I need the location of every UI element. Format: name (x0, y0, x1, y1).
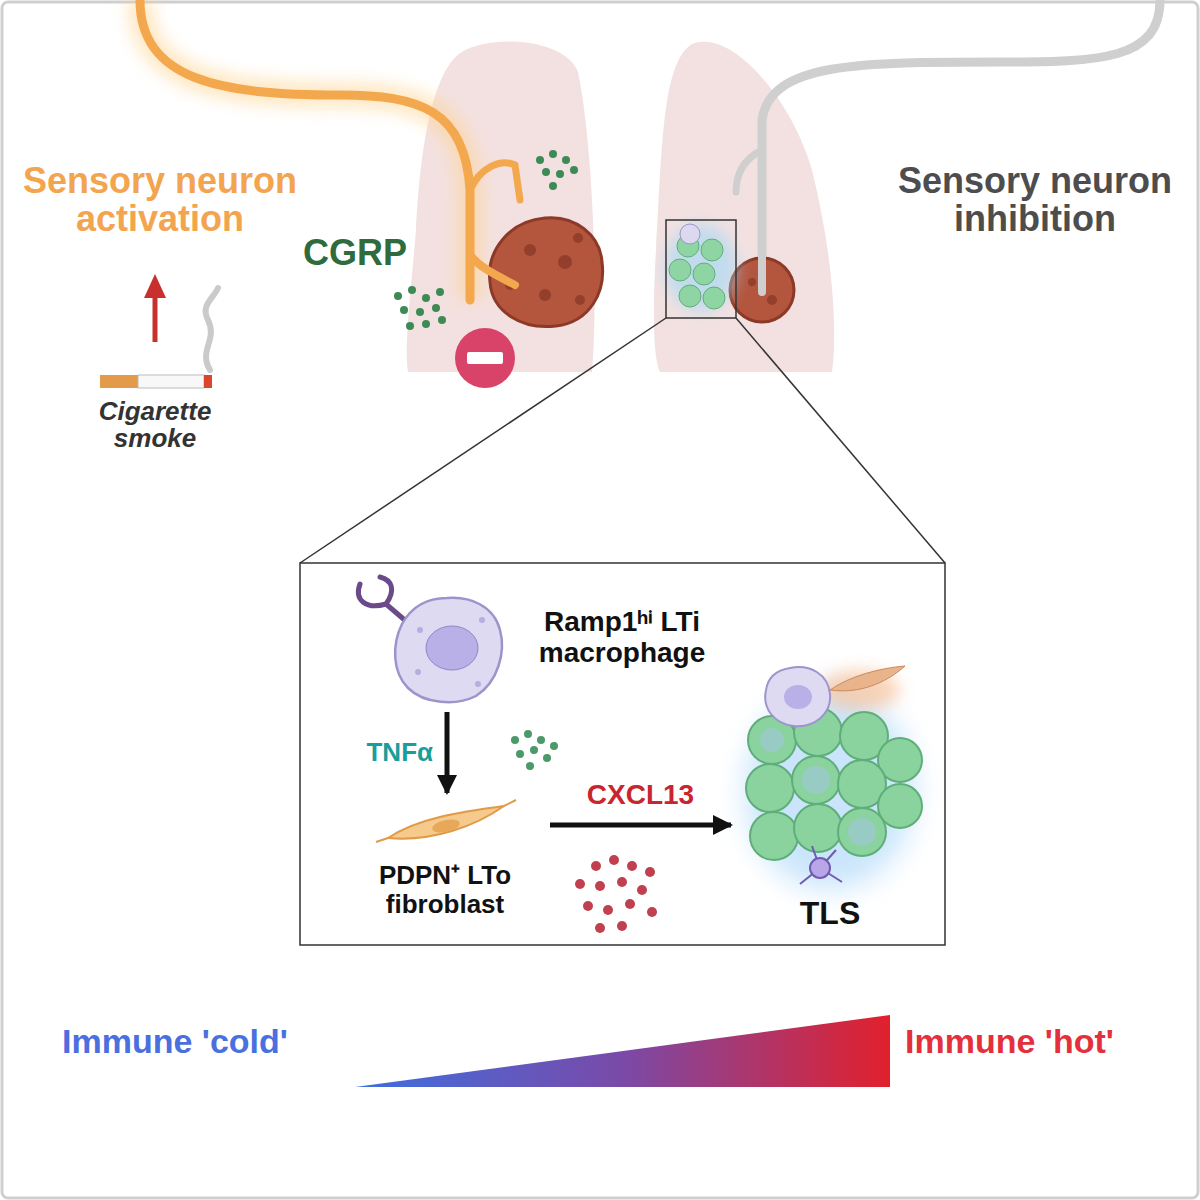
zoom-line (736, 318, 945, 563)
neuron-state-label: Sensory neuron activation (10, 162, 310, 238)
cell-name: PDPN⁺ LTo fibroblast (350, 861, 540, 918)
signal-label: CXCL13 (587, 780, 694, 811)
cell-name: Ramp1ʰⁱ LTi macrophage (522, 607, 722, 669)
zoom-line (300, 318, 666, 563)
cgrp-dots (394, 150, 578, 330)
inhibited-nerve (736, 0, 1160, 290)
scale-end-label: Immune 'cold' (62, 1024, 342, 1060)
macrophage-cell (358, 577, 501, 702)
tumor (470, 218, 603, 327)
stimulus-label: Cigarette smoke (55, 398, 255, 453)
structure-label-group: TLS (735, 662, 929, 932)
tls-miniature (665, 220, 737, 318)
tls-cluster (745, 666, 922, 890)
inset-box (300, 563, 945, 945)
cigarette (100, 274, 218, 388)
cell-label-group: PDPN⁺ LTo fibroblast (350, 795, 544, 923)
cell-name: TLS (735, 896, 925, 931)
neuron-state-label: Sensory neuron inhibition (885, 162, 1185, 238)
cxcl13-dots (575, 855, 657, 933)
gradient-wedge (355, 1015, 890, 1087)
neuropeptide-label: CGRP (303, 234, 413, 272)
cell-label-group: Ramp1ʰⁱ LTi macrophage (372, 585, 727, 710)
tnf-dots (511, 730, 558, 770)
arrow-connector (445, 712, 450, 793)
signal-label: TNFα (366, 738, 433, 767)
inhibit-symbol (455, 328, 515, 388)
activated-nerve (140, 0, 520, 300)
tumor (730, 240, 794, 322)
scale-end-label: Immune 'hot' (905, 1024, 1175, 1060)
arrow-connector (550, 823, 731, 828)
right-lung (654, 42, 834, 372)
fibroblast-cell (376, 800, 516, 842)
